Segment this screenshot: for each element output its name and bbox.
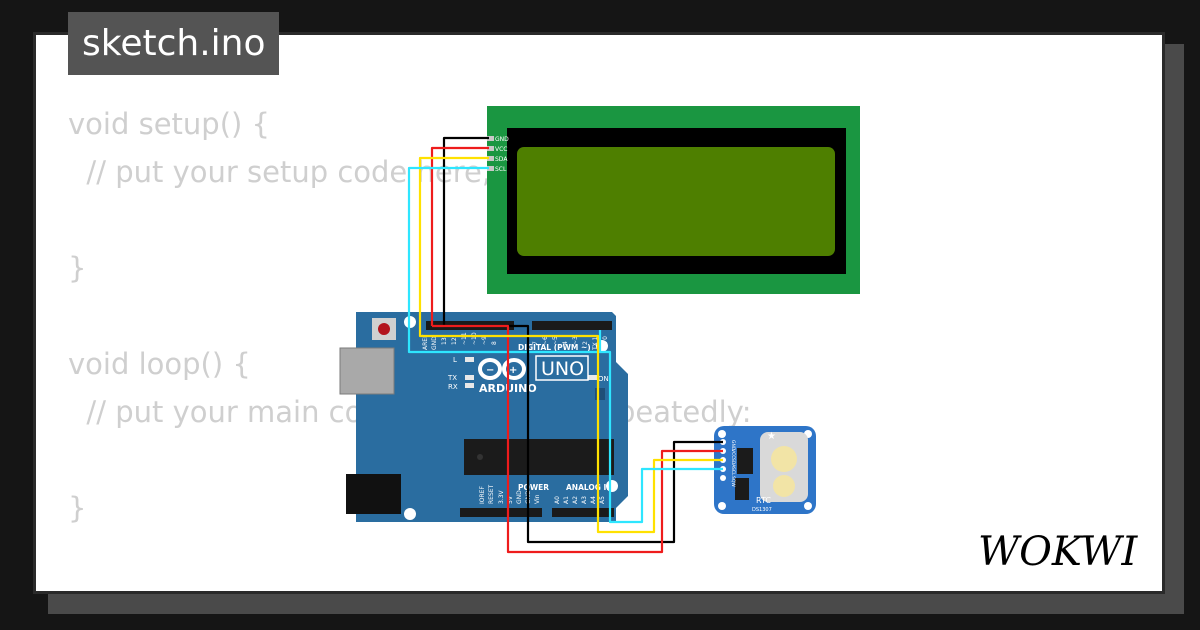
pin-label: ~6 — [542, 336, 549, 345]
pin-label: 8 — [491, 341, 498, 345]
reset-button-cap — [378, 323, 390, 335]
lcd-module[interactable]: GND VCC SDA SCL — [487, 106, 860, 294]
pin-label: RESET — [488, 484, 495, 504]
code-line: } — [68, 251, 87, 285]
pin-label: A4 — [590, 496, 597, 504]
pin-label: 5V — [507, 495, 514, 504]
wire-lcd-gnd — [442, 136, 489, 326]
battery-cell — [771, 446, 797, 472]
led-on-icon — [588, 375, 597, 380]
led-label: RX — [448, 383, 458, 391]
rtc-pin-label: SDA — [730, 458, 736, 468]
pin-label: ~3 — [572, 336, 579, 345]
pin-label: RX 0 — [602, 336, 609, 350]
pin-label: GND — [516, 490, 523, 504]
pin-label: TX 1 — [592, 336, 599, 351]
led-rx-icon — [465, 383, 474, 388]
pin-label: 7 — [532, 341, 539, 345]
icsp-header — [595, 388, 605, 400]
led-label: TX — [447, 374, 457, 382]
pin-label: ~9 — [481, 336, 488, 345]
mounting-hole — [718, 430, 726, 438]
file-tab[interactable]: sketch.ino — [68, 12, 280, 75]
wire-rtc-vcc — [432, 324, 723, 554]
pin-label: A0 — [554, 496, 561, 504]
rtc-pin-label: VCC — [730, 449, 736, 458]
uno-badge — [535, 355, 589, 381]
lcd-screen — [517, 147, 835, 256]
pin-label: 4 — [562, 341, 569, 345]
atmega-chip — [464, 439, 614, 475]
digital-header-right — [532, 321, 612, 330]
code-line: void loop() { — [68, 347, 251, 381]
pin-label: 3.3V — [498, 489, 505, 504]
lcd-pin-label: VCC — [495, 146, 507, 153]
pin-label: ~11 — [461, 332, 468, 345]
pin-label: 12 — [451, 337, 458, 345]
pin-label: ~5 — [552, 336, 559, 345]
mounting-hole — [804, 502, 812, 510]
led-label: L — [453, 356, 457, 364]
rtc-ds1307-module[interactable]: GND VCC SDA SCL SQW ★ RTC DS1307 — [714, 426, 816, 514]
crystal — [735, 478, 749, 500]
rtc-chip-label: DS1307 — [752, 507, 772, 513]
rtc-pin-label: SQW — [730, 476, 736, 487]
code-line: void setup() { — [68, 107, 270, 141]
lcd-pin-header: GND VCC SDA SCL — [487, 136, 509, 173]
pin-label: A1 — [563, 496, 570, 504]
svg-text:+: + — [509, 365, 517, 376]
pin-label: Vin — [534, 494, 541, 504]
arduino-uno-board[interactable]: AREF GND 13 12 ~11 ~10 ~9 8 7 ~6 ~5 4 ~3… — [339, 312, 628, 522]
pin-label: A2 — [572, 496, 579, 504]
wire-lcd-sda — [418, 156, 489, 326]
uno-model: UNO — [541, 358, 584, 380]
svg-text:−: − — [486, 365, 494, 376]
analog-label: ANALOG IN — [566, 483, 613, 492]
led-tx-icon — [465, 375, 474, 380]
pin-label: GND — [431, 336, 438, 350]
rtc-pin-label: GND — [730, 440, 736, 451]
wire-rtc-gnd — [444, 324, 723, 544]
pin-label: IOREF — [479, 486, 486, 504]
digital-label: DIGITAL (PWM ~) — [518, 343, 591, 352]
star-icon: ★ — [767, 431, 776, 442]
led-l-icon — [465, 357, 474, 362]
wokwi-logo: WOKWI — [978, 529, 1138, 575]
rtc-label: RTC — [756, 496, 771, 505]
code-line: } — [68, 491, 87, 525]
arduino-infinity-logo: − + — [478, 358, 526, 380]
file-tab-label: sketch.ino — [82, 23, 266, 64]
rtc-chip — [737, 448, 753, 474]
wires — [407, 136, 723, 554]
wire-lcd-scl — [407, 166, 602, 354]
wokwi-logo-text: WOKWI — [978, 529, 1138, 575]
usb-connector — [339, 347, 395, 395]
wire-rtc-sda — [418, 326, 723, 534]
pin-label: 2 — [582, 341, 589, 345]
wire-lcd-vcc — [430, 146, 489, 326]
analog-header — [552, 508, 614, 517]
chip-notch — [477, 454, 483, 460]
battery-cell — [773, 475, 795, 497]
power-jack — [346, 474, 401, 514]
lcd-pin-label: GND — [495, 136, 509, 143]
lcd-pin-label: SCL — [495, 166, 507, 173]
mounting-hole — [404, 508, 416, 520]
rtc-pin-label: SCL — [730, 467, 736, 476]
pin-label: AREF — [422, 334, 429, 350]
on-label: ON — [598, 375, 609, 383]
pin-label: A3 — [581, 496, 588, 504]
pin-label: 13 — [441, 337, 448, 345]
pin-label: ~10 — [471, 332, 478, 345]
power-label: POWER — [518, 483, 549, 492]
pin-label: A5 — [599, 496, 606, 504]
power-header — [460, 508, 542, 517]
mounting-hole — [718, 502, 726, 510]
wire-rtc-scl — [600, 350, 723, 524]
lcd-pin-label: SDA — [495, 156, 508, 163]
